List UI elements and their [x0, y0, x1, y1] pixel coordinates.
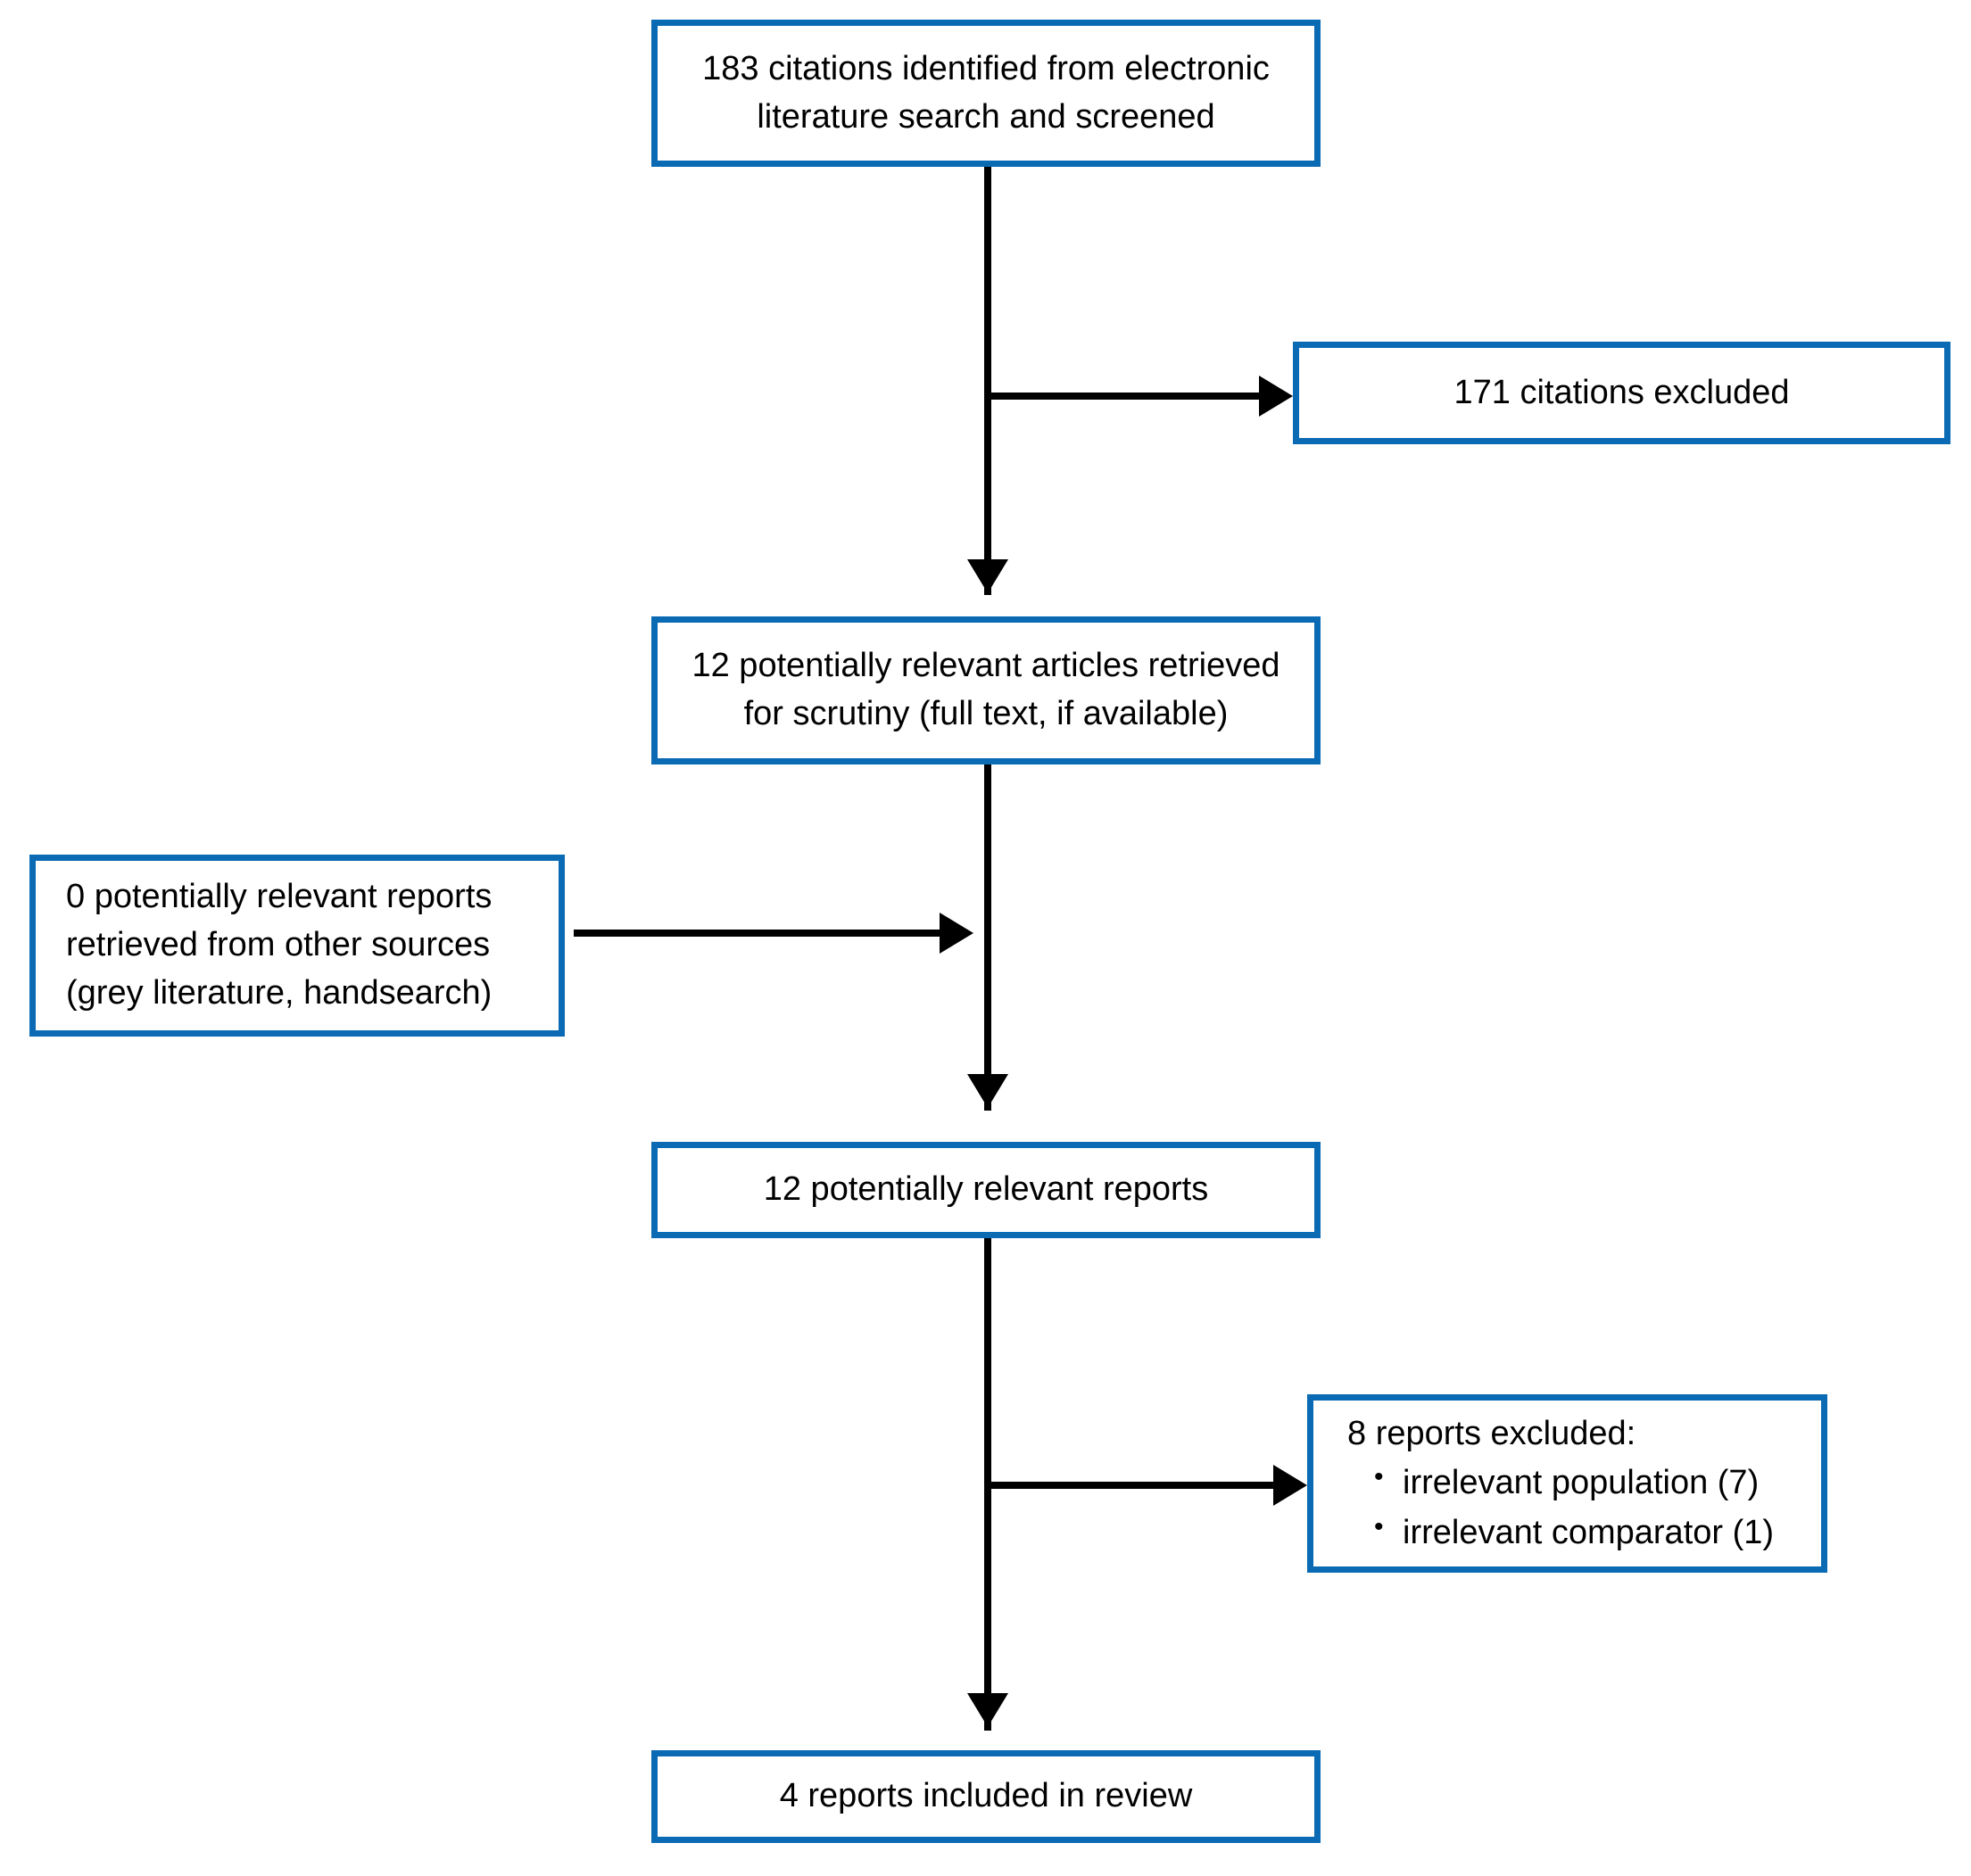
connector-retrieved-to-reports [984, 764, 991, 1111]
box-reports-included-text: 4 reports included in review [779, 1777, 1193, 1815]
box-other-sources-text: 0 potentially relevant reports retrieved… [66, 878, 493, 1012]
box-reports-excluded: 8 reports excluded: irrelevant populatio… [1307, 1394, 1827, 1573]
list-item: irrelevant population (7) [1371, 1458, 1774, 1508]
box-citations-excluded-text: 171 citations excluded [1453, 373, 1790, 411]
box-relevant-reports: 12 potentially relevant reports [651, 1142, 1321, 1238]
arrowhead-into-relevant-reports [967, 1074, 1008, 1108]
list-item: irrelevant comparator (1) [1371, 1508, 1774, 1558]
arrowhead-into-citations-excluded [1259, 376, 1293, 417]
arrowhead-into-included-reports [967, 1693, 1008, 1727]
arrowhead-into-retrieved-articles [967, 559, 1008, 593]
box-citations-identified: 183 citations identified from electronic… [651, 20, 1321, 167]
reports-excluded-reason-list: irrelevant population (7) irrelevant com… [1347, 1458, 1774, 1558]
connector-other-sources-to-trunk [574, 930, 941, 937]
box-other-sources: 0 potentially relevant reports retrieved… [29, 855, 565, 1037]
box-citations-identified-text: 183 citations identified from electronic… [702, 49, 1270, 136]
reports-excluded-content: 8 reports excluded: irrelevant populatio… [1313, 1409, 1774, 1557]
connector-to-reports-excluded [984, 1482, 1284, 1489]
arrowhead-into-reports-excluded [1273, 1465, 1307, 1506]
box-citations-excluded: 171 citations excluded [1293, 342, 1950, 444]
box-relevant-reports-text: 12 potentially relevant reports [763, 1170, 1209, 1209]
reports-excluded-heading: 8 reports excluded: [1347, 1415, 1636, 1453]
box-reports-included: 4 reports included in review [651, 1750, 1321, 1843]
box-articles-retrieved: 12 potentially relevant articles retriev… [651, 616, 1321, 764]
arrowhead-into-trunk-from-other-sources [940, 913, 973, 954]
connector-identified-to-retrieved [984, 167, 991, 595]
connector-to-citations-excluded [984, 393, 1270, 400]
box-articles-retrieved-text: 12 potentially relevant articles retriev… [692, 647, 1280, 732]
